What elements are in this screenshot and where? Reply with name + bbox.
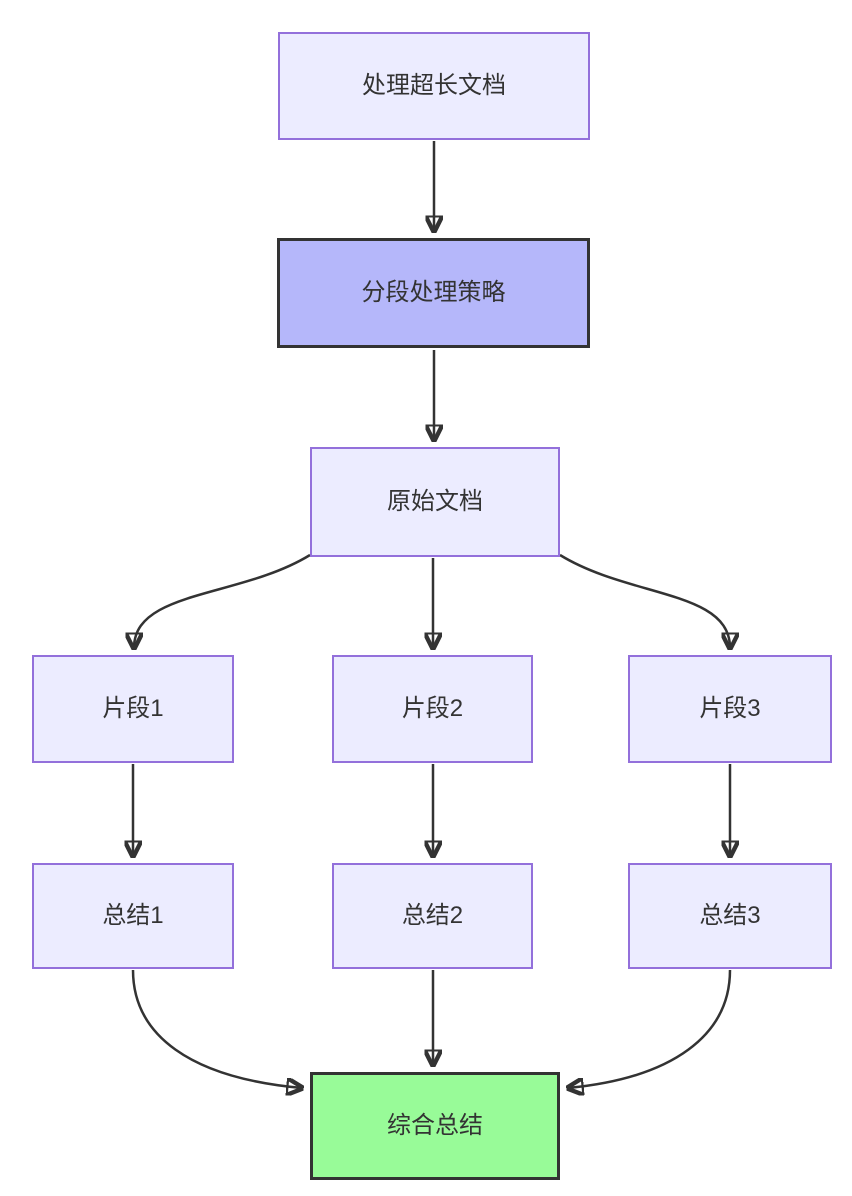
- node-fragment-3: 片段3: [628, 655, 832, 763]
- node-label: 综合总结: [387, 1112, 483, 1140]
- edge-s3-g: [568, 969, 732, 1088]
- node-original-document: 原始文档: [310, 447, 560, 557]
- edge-c-f1: [134, 553, 311, 648]
- node-label: 片段2: [401, 695, 464, 723]
- node-label: 总结1: [102, 902, 164, 930]
- node-summary-3: 总结3: [628, 863, 832, 969]
- edge-s1-g: [131, 969, 302, 1088]
- node-summary-1: 总结1: [32, 863, 234, 969]
- node-label: 片段1: [102, 695, 164, 723]
- node-label: 总结3: [699, 902, 761, 930]
- node-process-long-document: 处理超长文档: [278, 32, 590, 140]
- node-fragment-1: 片段1: [32, 655, 234, 763]
- node-label: 分段处理策略: [361, 279, 506, 307]
- node-summary-2: 总结2: [332, 863, 533, 969]
- node-label: 原始文档: [387, 488, 483, 516]
- node-label: 片段3: [699, 695, 761, 723]
- node-combined-summary: 综合总结: [310, 1072, 560, 1180]
- node-label: 处理超长文档: [362, 72, 506, 100]
- node-fragment-2: 片段2: [332, 655, 533, 763]
- node-label: 总结2: [401, 902, 464, 930]
- edge-c-f3: [559, 553, 730, 648]
- node-segmentation-strategy: 分段处理策略: [277, 238, 590, 348]
